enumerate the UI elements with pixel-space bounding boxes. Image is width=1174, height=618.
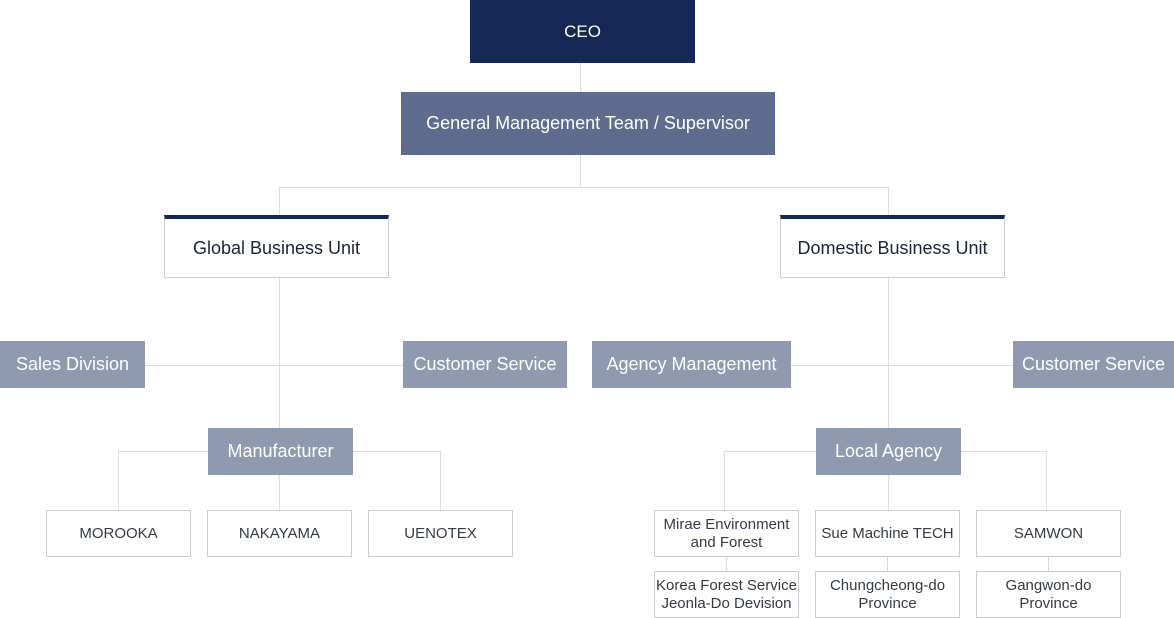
connector-line [118, 451, 119, 511]
connector-line [888, 187, 889, 217]
connector-line [888, 278, 889, 428]
ceo-box: CEO [470, 0, 695, 63]
connector-line [724, 451, 725, 511]
sales-division-box: Sales Division [0, 341, 145, 388]
connector-line [440, 451, 441, 511]
connector-line [580, 155, 581, 187]
connector-line [1046, 451, 1047, 511]
agency-sue-machine-box: Sue Machine TECH [815, 510, 960, 557]
connector-line [279, 187, 280, 217]
connector-line [724, 451, 817, 452]
general-management-box: General Management Team / Supervisor [401, 92, 775, 155]
region-jeonla-box: Korea Forest Service Jeonla-Do Devision [654, 571, 799, 618]
connector-line [888, 474, 889, 511]
connector-line [960, 451, 1047, 452]
partner-uenotex-box: UENOTEX [368, 510, 513, 557]
connector-line [118, 451, 209, 452]
region-chungcheong-box: Chungcheong-do Province [815, 571, 960, 618]
agency-mirae-box: Mirae Environment and Forest [654, 510, 799, 557]
domestic-customer-service-box: Customer Service [1013, 341, 1174, 388]
connector-line [726, 556, 727, 572]
global-business-unit-box: Global Business Unit [164, 215, 389, 278]
partner-nakayama-box: NAKAYAMA [207, 510, 352, 557]
agency-management-box: Agency Management [592, 341, 791, 388]
connector-line [580, 63, 581, 93]
partner-morooka-box: MOROOKA [46, 510, 191, 557]
connector-line [790, 365, 1014, 366]
connector-line [279, 474, 280, 511]
connector-line [144, 365, 404, 366]
domestic-business-unit-box: Domestic Business Unit [780, 215, 1005, 278]
connector-line [279, 187, 889, 188]
connector-line [279, 278, 280, 428]
manufacturer-box: Manufacturer [208, 428, 353, 475]
connector-line [352, 451, 441, 452]
region-gangwon-box: Gangwon-do Province [976, 571, 1121, 618]
connector-line [887, 556, 888, 572]
global-customer-service-box: Customer Service [403, 341, 567, 388]
local-agency-box: Local Agency [816, 428, 961, 475]
connector-line [1048, 556, 1049, 572]
agency-samwon-box: SAMWON [976, 510, 1121, 557]
